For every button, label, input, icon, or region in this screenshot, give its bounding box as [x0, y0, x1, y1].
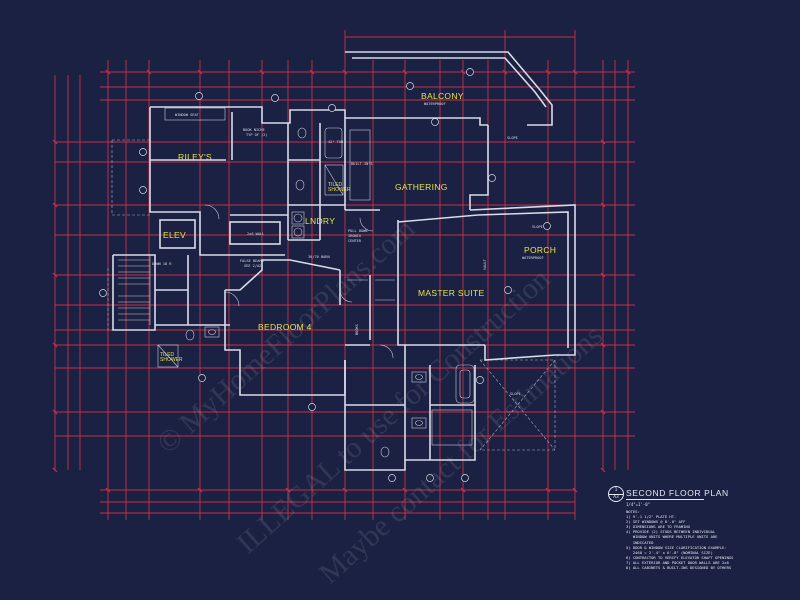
dimension-ticks: [52, 69, 631, 493]
tiled-shower-sub: SHOWER: [328, 187, 351, 193]
drawing-title: SECOND FLOOR PLAN: [626, 488, 729, 498]
false-beams-sub: SEE 2/A2: [244, 264, 261, 268]
false-beams-label: FALSE BEAMS: [240, 259, 264, 263]
built-ins-label: BUILT-IN'S: [351, 162, 373, 166]
window-markers: [99, 68, 551, 482]
badge-top: 1: [614, 488, 618, 493]
room-porch-label: PORCH: [524, 245, 556, 255]
room-master-suite-label: MASTER SUITE: [418, 288, 484, 298]
pull-down-sub2: CENTER: [348, 239, 362, 243]
title-underline: [626, 499, 704, 500]
room-elev-label: ELEV: [163, 230, 186, 240]
room-bedroom4-label: BEDROOM 4: [258, 322, 312, 332]
room-porch-sub: WATERPROOF: [522, 256, 544, 260]
tiled-shower-2-sub: SHOWER: [160, 357, 183, 363]
drawing-scale: 1/4"=1'-0": [626, 502, 651, 507]
tiled-shower-2-label: TILED: [160, 352, 175, 358]
room-rileys-label: RILEY'S: [178, 152, 212, 162]
room-balcony-label: BALCONY: [421, 91, 464, 101]
walls: [112, 51, 576, 471]
room-lndry-label: LNDRY: [305, 216, 335, 226]
pull-down-sub: IRONIG: [348, 234, 361, 238]
tiled-shower-label: TILED: [328, 182, 343, 188]
pull-down-label: PULL DOWN: [348, 229, 367, 233]
books-label: BOOKS: [355, 324, 359, 335]
vault-label: VAULT: [483, 258, 487, 270]
barn-door-label: 30/70 BARN: [308, 255, 330, 259]
badge-bottom: A3: [609, 494, 623, 501]
slope-label-3: SLOPE: [510, 392, 521, 396]
roof-outline: [107, 139, 556, 451]
book-niche-sub: TYP OF (2): [246, 133, 268, 137]
fixtures: [118, 107, 475, 458]
general-notes: NOTES: 1) 9'-1 1/2" PLATE HT. 2) SET WIN…: [626, 509, 734, 571]
wall-2x6-label: 2x6 WALL: [247, 232, 264, 236]
room-balcony-sub: WATERPROOF: [424, 102, 446, 106]
window-seat-label: WINDOW SEAT: [175, 113, 200, 117]
room-gathering-label: GATHERING: [395, 182, 448, 192]
book-niche-label: BOOK NICHE: [243, 128, 265, 132]
slope-label-2: SLOPE: [532, 225, 543, 229]
down-18r-label: DOWN 18 R: [152, 262, 172, 266]
slope-label-1: SLOPE: [507, 136, 518, 140]
tub-label: 42" TUB: [328, 140, 343, 144]
